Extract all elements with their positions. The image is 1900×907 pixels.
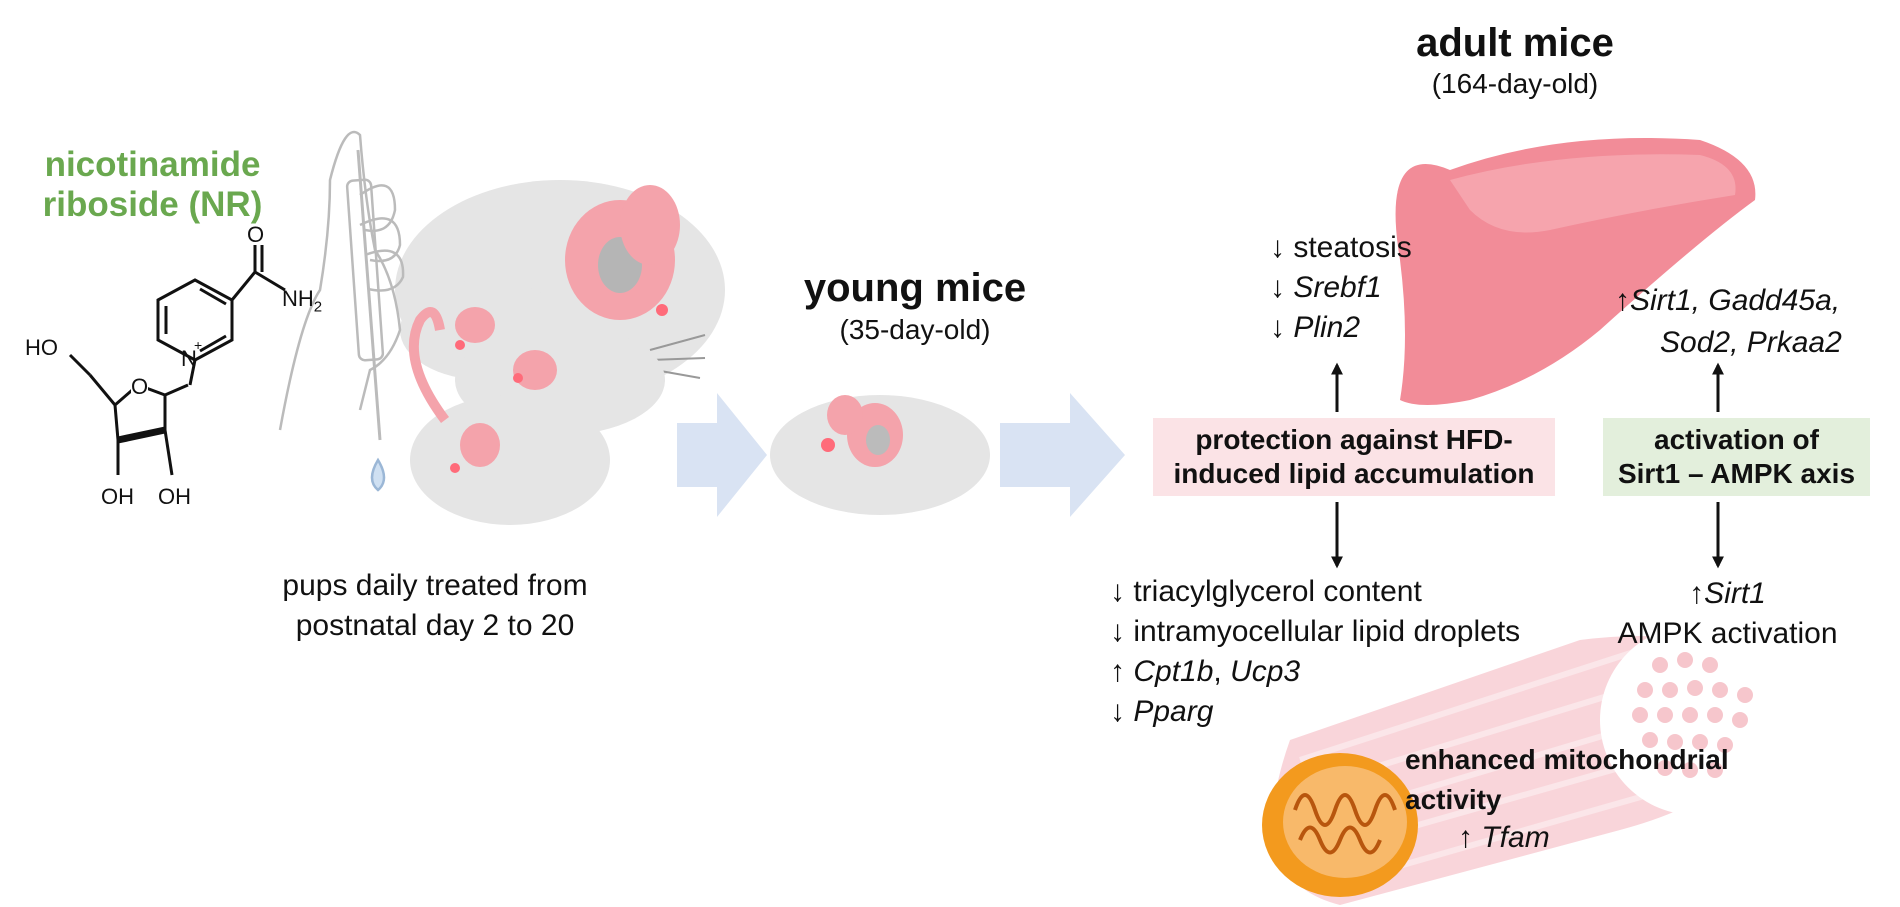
atom-o-carbonyl: O xyxy=(247,222,265,247)
up-arrow-icon: ↑ xyxy=(1615,284,1630,317)
young-mice-title: young mice xyxy=(803,266,1027,310)
muscle-sirt1-line: ↑Sirt1 xyxy=(1605,574,1850,614)
liver-effects-list: ↓ steatosis ↓ Srebf1 ↓ Plin2 xyxy=(1270,228,1412,348)
adult-mice-title: adult mice xyxy=(1416,21,1614,65)
atom-n-plus: N xyxy=(181,346,197,371)
adult-mice-age: (164-day-old) xyxy=(1431,68,1599,99)
muscle-sirt-ampk: ↑Sirt1 AMPK activation xyxy=(1605,574,1850,654)
nr-chemical-structure xyxy=(68,245,286,476)
mito-tfam: ↑ Tfam xyxy=(1458,818,1550,858)
mito-activity-line-1: enhanced mitochondrial xyxy=(1405,744,1729,775)
atom-charge-plus: + xyxy=(194,337,203,353)
liver-genes-text-1: Sirt1, Gadd45a, xyxy=(1630,284,1841,317)
atom-nh2: NH2 xyxy=(282,286,322,315)
liver-genes-line-2: Sod2, Prkaa2 xyxy=(1660,326,1842,359)
activation-box: activation of Sirt1 – AMPK axis xyxy=(1603,418,1870,496)
mitochondrion-illustration xyxy=(1262,753,1418,897)
muscle-sirt1-gene: Sirt1 xyxy=(1704,577,1766,610)
liver-effect-gene: Srebf1 xyxy=(1293,271,1382,304)
gene-separator: , xyxy=(1213,655,1231,688)
mice-group-illustration xyxy=(395,180,725,525)
up-arrow-icon: ↑ xyxy=(1689,577,1705,610)
atom-ring-o: O xyxy=(131,374,149,400)
activation-box-line-1: activation of xyxy=(1654,424,1819,455)
liver-illustration xyxy=(1395,138,1756,405)
compound-name-line-2: riboside (NR) xyxy=(42,185,263,224)
muscle-effect-gene: Ucp3 xyxy=(1230,655,1301,688)
liver-effect-gene: Plin2 xyxy=(1293,311,1361,344)
muscle-effects-list: ↓ triacylglycerol content ↓ intramyocell… xyxy=(1110,572,1520,732)
muscle-effect-gene: Cpt1b xyxy=(1133,655,1214,688)
protection-box-line-1: protection against HFD- xyxy=(1195,424,1513,455)
liver-effect-text: steatosis xyxy=(1293,231,1412,264)
up-arrow-icon: ↑ xyxy=(1110,655,1125,688)
liver-effect-steatosis: ↓ steatosis xyxy=(1270,228,1412,268)
muscle-effect-text: intramyocellular lipid droplets xyxy=(1133,615,1521,648)
protection-box-line-2: induced lipid accumulation xyxy=(1173,458,1535,489)
flow-arrow-1 xyxy=(677,393,767,517)
liver-genes-line-1: ↑Sirt1, Gadd45a, xyxy=(1615,280,1842,322)
atom-oh-2: OH xyxy=(158,484,191,509)
liver-genes: ↑Sirt1, Gadd45a, Sod2, Prkaa2 xyxy=(1615,280,1842,364)
mito-activity-line-2: activity xyxy=(1405,784,1502,815)
muscle-effect-lipid-droplets: ↓ intramyocellular lipid droplets xyxy=(1110,612,1520,652)
down-arrow-icon: ↓ xyxy=(1110,695,1125,728)
down-arrow-icon: ↓ xyxy=(1110,615,1125,648)
liver-effect-srebf1: ↓ Srebf1 xyxy=(1270,268,1412,308)
treatment-caption-line-2: postnatal day 2 to 20 xyxy=(295,609,575,642)
muscle-effect-pparg: ↓ Pparg xyxy=(1110,692,1520,732)
down-arrow-icon: ↓ xyxy=(1270,231,1285,264)
compound-name-line-1: nicotinamide xyxy=(44,145,261,184)
young-mouse-illustration xyxy=(770,395,990,515)
down-arrow-icon: ↓ xyxy=(1110,575,1125,608)
treatment-caption-line-1: pups daily treated from xyxy=(282,569,588,602)
muscle-effect-cpt1b-ucp3: ↑ Cpt1b, Ucp3 xyxy=(1110,652,1520,692)
mito-tfam-gene: Tfam xyxy=(1481,821,1550,854)
muscle-ampk-line: AMPK activation xyxy=(1617,617,1838,650)
atom-oh-1: OH xyxy=(101,484,134,509)
atom-subscript-2: 2 xyxy=(313,298,323,316)
atom-nh: NH xyxy=(282,286,314,311)
compound-name: nicotinamide riboside (NR) xyxy=(30,145,275,225)
liver-effect-plin2: ↓ Plin2 xyxy=(1270,308,1412,348)
activation-box-line-2: Sirt1 – AMPK axis xyxy=(1617,458,1856,489)
up-arrow-icon: ↑ xyxy=(1458,821,1473,854)
muscle-effect-text: triacylglycerol content xyxy=(1133,575,1422,608)
muscle-effect-gene: Pparg xyxy=(1133,695,1214,728)
treatment-caption: pups daily treated from postnatal day 2 … xyxy=(230,566,640,646)
flow-arrow-2 xyxy=(1000,393,1125,517)
down-arrow-icon: ↓ xyxy=(1270,311,1285,344)
hand-pipette-illustration xyxy=(278,130,405,492)
down-arrow-icon: ↓ xyxy=(1270,271,1285,304)
young-mice-age: (35-day-old) xyxy=(839,314,991,345)
protection-box: protection against HFD- induced lipid ac… xyxy=(1153,418,1555,496)
mito-activity: enhanced mitochondrial activity xyxy=(1405,740,1729,820)
atom-ho: HO xyxy=(25,335,58,360)
muscle-effect-tag: ↓ triacylglycerol content xyxy=(1110,572,1520,612)
